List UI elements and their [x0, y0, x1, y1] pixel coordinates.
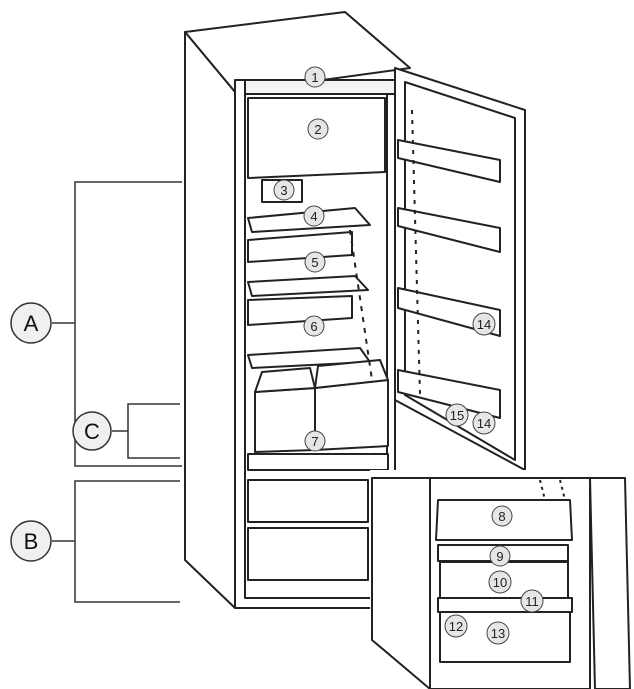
marker-14-upper: 14	[472, 312, 496, 336]
svg-text:14: 14	[477, 317, 491, 332]
marker-7: 7	[304, 430, 326, 452]
svg-text:15: 15	[450, 408, 464, 423]
svg-text:3: 3	[280, 183, 287, 198]
marker-4: 4	[303, 205, 325, 227]
marker-5: 5	[304, 251, 326, 273]
svg-text:A: A	[24, 311, 39, 336]
marker-12: 12	[444, 614, 468, 638]
svg-text:5: 5	[311, 255, 318, 270]
fridge-body-drawing	[184, 11, 526, 609]
marker-8: 8	[491, 505, 513, 527]
marker-2: 2	[307, 118, 329, 140]
svg-text:2: 2	[314, 122, 321, 137]
svg-text:10: 10	[493, 575, 507, 590]
group-label-b: B	[10, 520, 52, 562]
svg-text:12: 12	[449, 619, 463, 634]
svg-text:8: 8	[498, 509, 505, 524]
marker-11: 11	[520, 589, 544, 613]
group-brackets	[52, 181, 182, 603]
group-label-a: A	[10, 302, 52, 344]
svg-text:13: 13	[491, 626, 505, 641]
svg-text:1: 1	[311, 70, 318, 85]
marker-13: 13	[486, 621, 510, 645]
marker-10: 10	[488, 570, 512, 594]
marker-14-lower: 14	[472, 411, 496, 435]
group-label-c: C	[72, 411, 112, 451]
marker-9: 9	[489, 545, 511, 567]
svg-text:7: 7	[311, 434, 318, 449]
svg-text:14: 14	[477, 416, 491, 431]
svg-text:6: 6	[310, 319, 317, 334]
svg-text:9: 9	[496, 549, 503, 564]
svg-text:C: C	[84, 419, 100, 444]
svg-text:11: 11	[525, 594, 539, 609]
marker-1: 1	[304, 66, 326, 88]
marker-6: 6	[303, 315, 325, 337]
marker-3: 3	[273, 179, 295, 201]
svg-text:B: B	[24, 529, 39, 554]
marker-15: 15	[445, 403, 469, 427]
svg-text:4: 4	[310, 209, 317, 224]
